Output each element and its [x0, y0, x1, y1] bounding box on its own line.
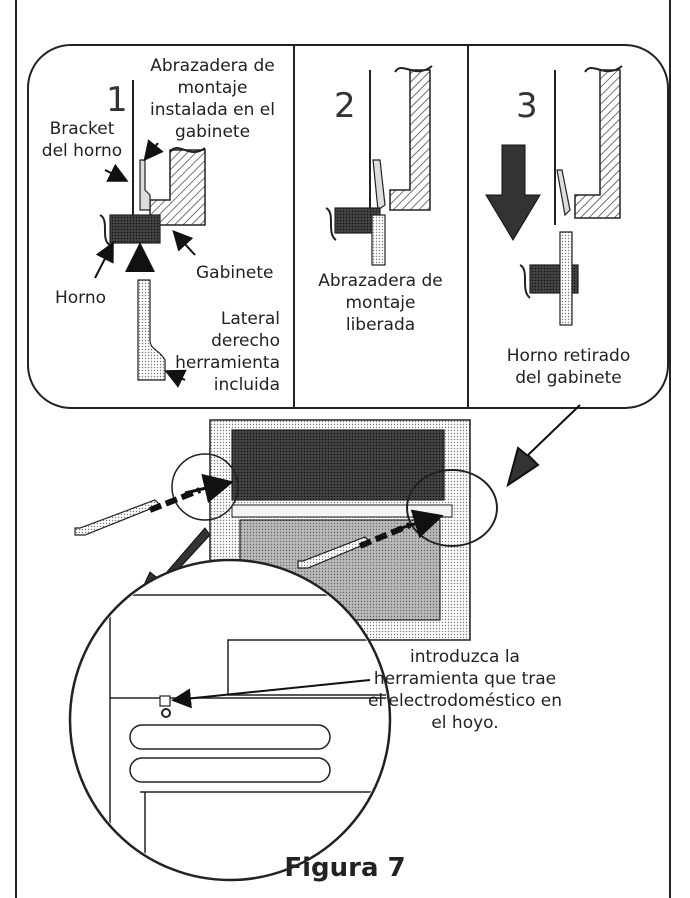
detail-note-line-2: herramienta que trae [373, 669, 557, 689]
step-number-3: 3 [516, 86, 538, 126]
label-bracket-cabinet: Abrazadera de montaje instalada en el ga… [140, 55, 285, 143]
panel-divider-2 [467, 44, 469, 409]
label-released-line-2: montaje [345, 293, 416, 313]
label-released-line-3: liberada [345, 315, 416, 335]
panel-3-drawing [485, 65, 623, 326]
label-released-line-1: Abrazadera de [318, 271, 443, 291]
detail-instruction-note: introduzca la herramienta que trae el el… [345, 646, 585, 734]
step-number-1: 1 [106, 80, 128, 120]
label-bracket-released: Abrazadera de montaje liberada [298, 270, 463, 336]
detail-note-line-1: introduzca la [410, 647, 520, 667]
label-tool-line-2: derecho [211, 331, 280, 351]
label-bracket-oven-line-2: del horno [41, 141, 123, 161]
label-bracket-oven-line-1: Bracket [49, 119, 115, 139]
detail-note-line-4: el hoyo. [431, 713, 499, 733]
label-oven-removed: Horno retirado del gabinete [476, 345, 661, 389]
label-removed-line-2: del gabinete [515, 368, 622, 388]
label-oven: Horno [55, 288, 107, 308]
label-tool-line-1: Lateral [220, 309, 280, 329]
figure-caption: Figura 7 [284, 853, 406, 883]
label-bracket-cabinet-line-4: gabinete [174, 122, 251, 142]
label-tool: Lateral derecho herramienta incluida [170, 308, 280, 396]
panel-1-drawing [94, 80, 206, 388]
step-number-2: 2 [334, 86, 356, 126]
tool-insertion-left [74, 473, 234, 536]
frame-border-left [15, 0, 17, 898]
label-removed-line-1: Horno retirado [506, 346, 631, 366]
label-tool-line-4: incluida [213, 375, 280, 395]
panel-2-drawing [325, 65, 433, 266]
label-bracket-oven: Bracket del horno [36, 118, 128, 162]
label-bracket-cabinet-line-1: Abrazadera de [150, 56, 275, 76]
label-tool-line-3: herramienta [175, 353, 280, 373]
detail-note-line-3: el electrodoméstico en [367, 691, 563, 711]
panel-divider-1 [293, 44, 295, 409]
label-bracket-cabinet-line-2: montaje [177, 78, 248, 98]
label-cabinet: Gabinete [196, 263, 274, 283]
tool-insertion-right [297, 509, 444, 569]
label-bracket-cabinet-line-3: instalada en el [149, 100, 275, 120]
frame-border-right [669, 0, 671, 898]
